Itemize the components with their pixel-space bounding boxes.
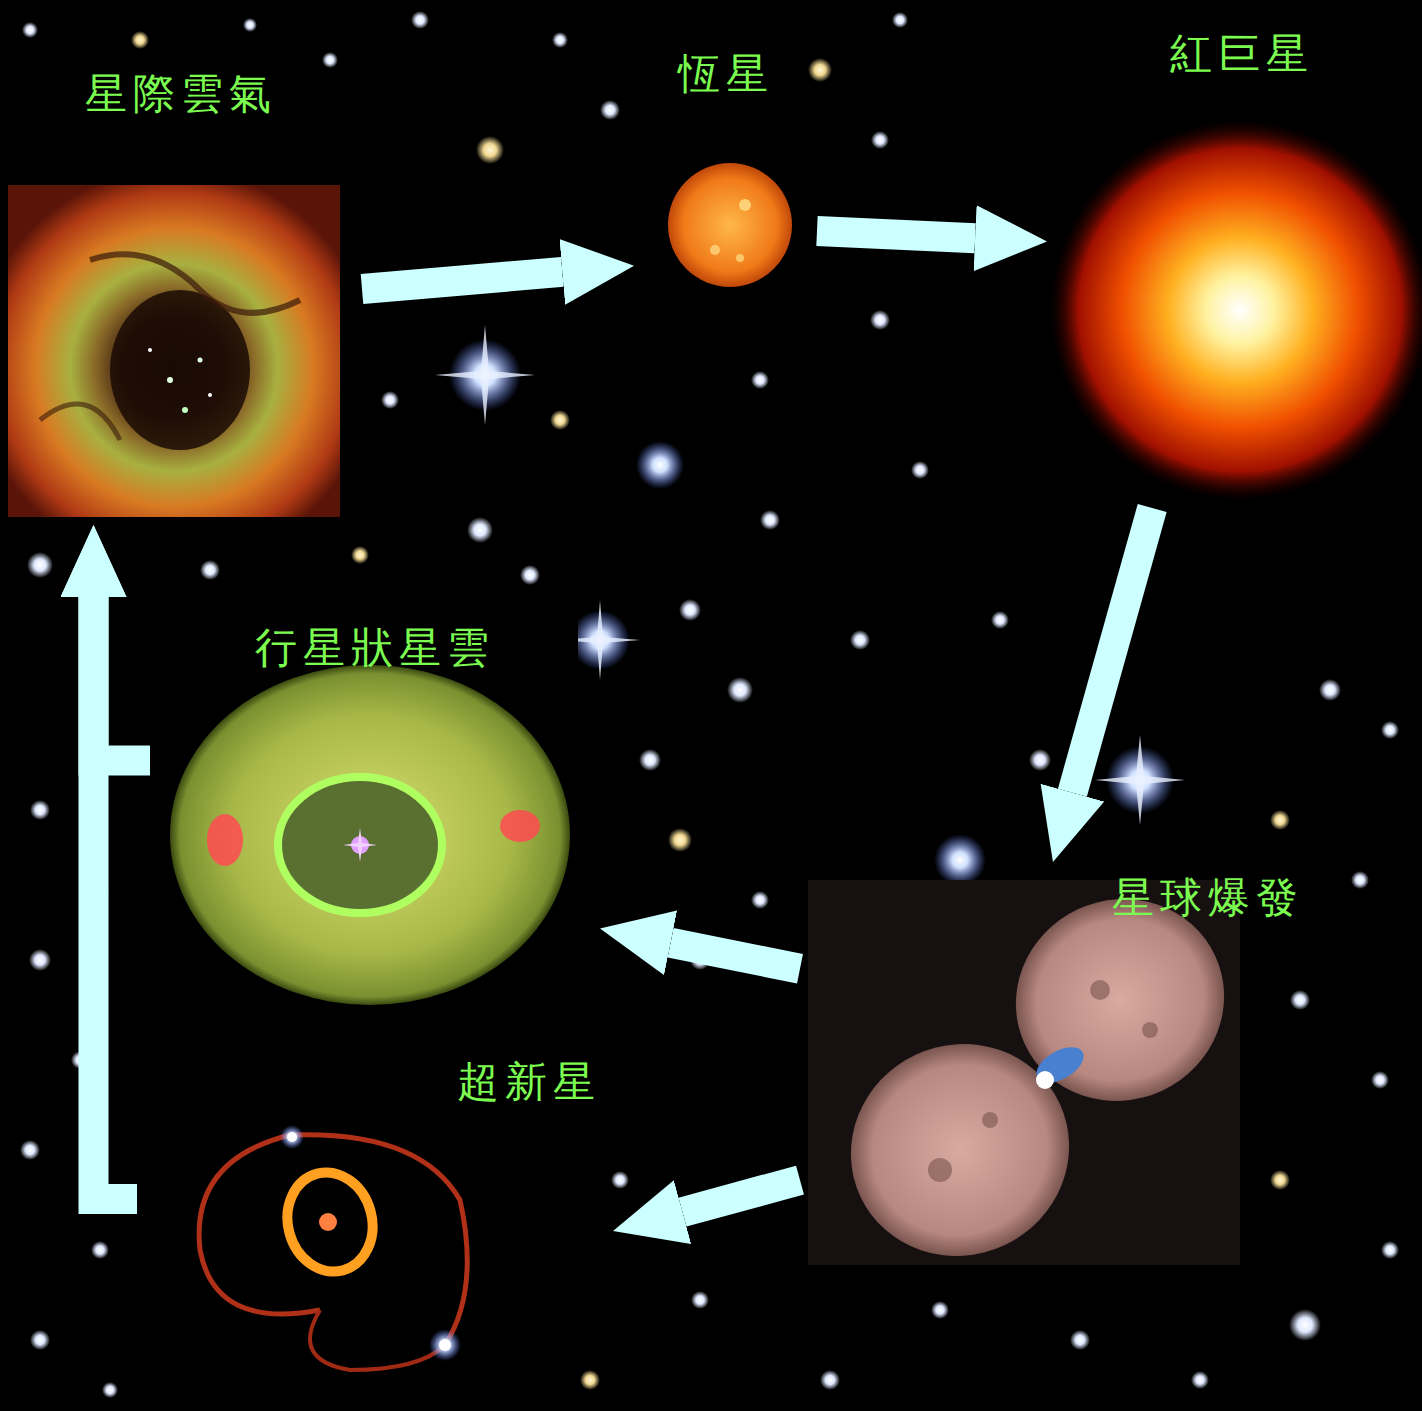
flow-arrow [817,231,975,238]
stage-node: 星球爆發 [808,870,1308,1265]
stage-node: 恆星 [642,50,809,298]
stage-label: 紅巨星 [1055,30,1422,78]
flow-arrow [671,943,800,969]
stage-label: 星球爆發 [808,874,1304,922]
stage-node: 行星狀星雲 [158,622,592,1042]
stage-label: 超新星 [145,1058,601,1106]
stage-node: 超新星 [145,1050,605,1405]
stage-label: 行星狀星雲 [158,624,592,672]
flow-arrow [94,597,138,1199]
stage-node: 星際雲氣 [8,70,354,517]
flow-arrow [362,272,562,289]
stage-label: 星際雲氣 [8,70,354,118]
stage-label: 恆星 [642,50,809,98]
flow-arrow [1072,508,1152,793]
stage-node: 紅巨星 [1055,30,1422,500]
flow-arrow [683,1180,801,1212]
